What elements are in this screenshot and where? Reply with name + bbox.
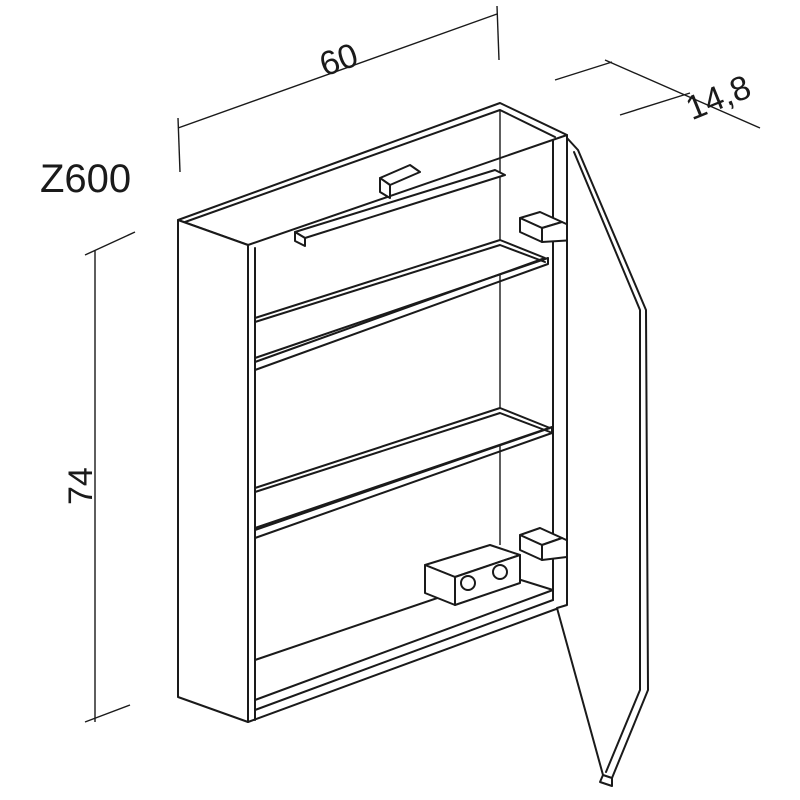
shelf-upper <box>254 239 549 371</box>
height-label: 74 <box>62 467 100 505</box>
depth-dimension: 14,8 <box>554 59 761 129</box>
socket-box <box>424 544 521 606</box>
height-dimension: 74 <box>62 231 136 723</box>
model-label: Z600 <box>40 157 131 201</box>
socket-icon <box>460 575 476 591</box>
cabinet-door <box>556 137 649 787</box>
light-bar <box>294 164 506 247</box>
socket-icon <box>492 564 508 580</box>
shelf-lower <box>254 407 553 539</box>
depth-label: 14,8 <box>681 68 757 128</box>
